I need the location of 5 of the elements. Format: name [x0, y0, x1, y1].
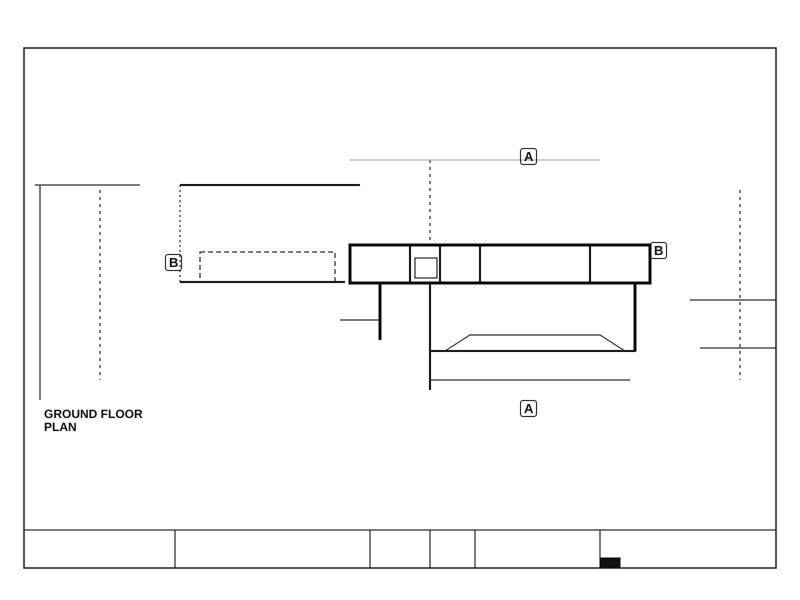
- section-marker: B: [650, 242, 668, 259]
- section-marker: A: [520, 400, 538, 417]
- section-marker: B: [165, 254, 182, 271]
- drawing-title: GROUND FLOOR PLAN: [44, 408, 144, 434]
- section-marker: A: [520, 148, 538, 165]
